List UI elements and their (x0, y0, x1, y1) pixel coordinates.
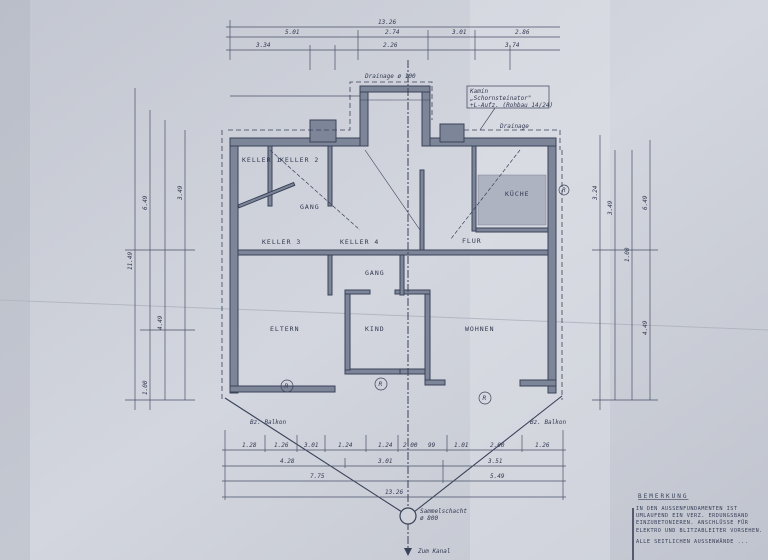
dim-label: 1.01 (454, 442, 468, 449)
room-balkon: Bz. Balkon (530, 419, 567, 426)
dim-label: 1.26 (535, 442, 550, 449)
dim-label: 2.74 (385, 29, 400, 36)
dim-label: 6.49 (142, 195, 149, 210)
dim-label: 5.01 (285, 29, 299, 36)
left-dimensions: 11.49 6.49 4.49 3.49 1.00 (125, 88, 195, 410)
paper-fold (470, 0, 610, 560)
dim-label: 3.24 (592, 185, 599, 201)
dim-label: 3.01 (303, 442, 318, 449)
room-kind: KIND (365, 325, 385, 333)
building-walls (229, 85, 557, 394)
room-keller-1: KELLER 1 (242, 156, 281, 164)
remarks-paragraph: ALLE SEITLICHEN AUSSENWÄNDE ... (636, 538, 749, 545)
room-keller-3: KELLER 3 (262, 238, 301, 246)
dim-overall-top: 13.26 (378, 19, 396, 26)
radiator-mark: R (562, 187, 566, 194)
dim-label: 1.24 (378, 442, 393, 449)
drainage-lines: Drainage ø 100 Drainage (221, 60, 563, 555)
dim-label: 99 (428, 442, 436, 449)
remarks-heading: BEMERKUNG (638, 493, 689, 500)
paper-fold (0, 299, 768, 331)
radiator-mark: R (483, 395, 487, 402)
manhole-circle (399, 507, 417, 525)
dim-label: 2.00 (403, 442, 418, 449)
dim-label: 3.74 (504, 42, 520, 49)
dim-label: 2.26 (383, 42, 398, 49)
drainage-label: Drainage ø 100 (364, 73, 416, 80)
bottom-dimensions: 1.28 1.26 3.01 1.24 1.24 2.00 99 1.01 2.… (222, 430, 566, 500)
room-gang: GANG (300, 203, 320, 211)
room-eltern: ELTERN (270, 325, 299, 333)
dim-label: 1.24 (338, 442, 353, 449)
remarks-block: BEMERKUNG IN DEN AUSSENFUNDAMENTEN IST U… (632, 493, 763, 560)
room-flur: FLUR (462, 237, 482, 245)
dim-label: 1.26 (274, 442, 289, 449)
room-keller-2: KELLER 2 (280, 156, 319, 164)
dim-label: 1.00 (142, 380, 149, 395)
dim-label: 3.01 (451, 29, 466, 36)
dim-label: 4.49 (157, 315, 164, 330)
room-gang: GANG (365, 269, 385, 277)
dim-label: 11.49 (127, 252, 134, 270)
radiator-mark: R (379, 381, 383, 388)
top-dimensions: 13.26 5.01 2.74 3.01 2.86 3.34 2.26 3.74 (226, 19, 560, 97)
dim-label: 3.01 (377, 458, 392, 465)
manhole-label: Sammelschacht (420, 508, 467, 515)
sewer-label: Zum Kanal (417, 548, 451, 555)
dim-label: 7.75 (310, 473, 325, 480)
room-balkon: Bz. Balkon (250, 419, 287, 426)
room-kueche: KÜCHE (505, 189, 530, 198)
manhole-size: ø 800 (420, 515, 438, 522)
dim-label: 3.49 (607, 200, 614, 216)
paper-fold (0, 0, 30, 560)
room-wohnen: WOHNEN (465, 325, 494, 333)
dim-overall-bottom: 13.26 (385, 489, 403, 496)
dim-label: 3.49 (177, 185, 184, 201)
chimney-note: Kamin „Schornsteinator" +L-Aufz. (Rohbau… (466, 85, 553, 131)
chimney-label: „Schornsteinator" (469, 95, 531, 102)
radiator-mark: R (285, 383, 289, 390)
chimney-label: Kamin (469, 88, 488, 95)
dim-label: 6.49 (642, 195, 649, 210)
room-keller-4: KELLER 4 (340, 238, 379, 246)
chimney-label: +L-Aufz. (Rohbau 14/24) (470, 102, 553, 109)
radiator-markers: R R R R (280, 184, 570, 405)
right-dimensions: 3.24 3.49 1.00 6.49 4.49 (592, 135, 658, 410)
dim-label: 4.28 (280, 458, 295, 465)
drainage-label: Drainage (499, 123, 529, 130)
room-labels: KELLER 1 KELLER 2 KELLER 3 KELLER 4 GANG… (242, 156, 567, 426)
dim-label: 5.49 (490, 473, 505, 480)
dim-label: 2.00 (490, 442, 505, 449)
remarks-paragraph: IN DEN AUSSENFUNDAMENTEN IST UMLAUFEND E… (636, 506, 763, 534)
dim-label: 3.34 (255, 42, 271, 49)
dim-label: 4.49 (642, 320, 649, 335)
balcony-outline: Sammelschacht ø 800 Zum Kanal (224, 395, 563, 556)
dim-label: 1.00 (624, 247, 631, 262)
dim-label: 2.86 (515, 29, 530, 36)
dim-label: 3.51 (487, 458, 502, 465)
dim-label: 1.28 (242, 442, 257, 449)
